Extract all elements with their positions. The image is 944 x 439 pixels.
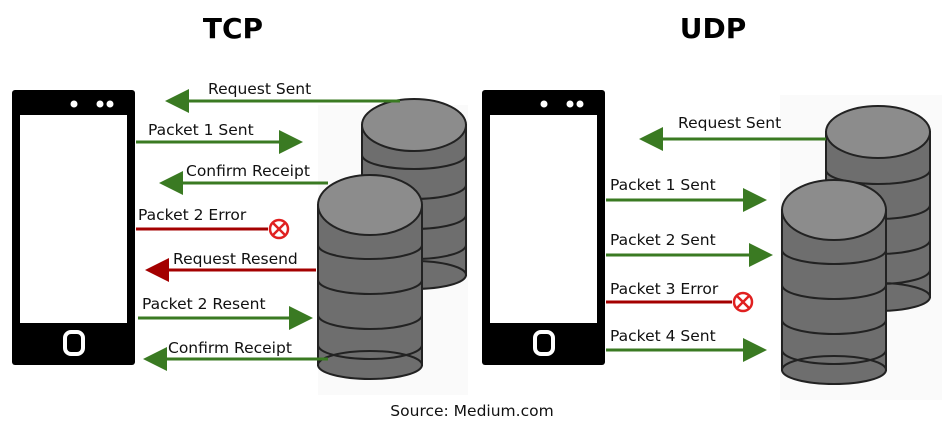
tcp-label-request-sent: Request Sent	[208, 80, 312, 98]
tcp-label-confirm2: Confirm Receipt	[168, 339, 292, 357]
source-caption: Source: Medium.com	[390, 402, 554, 420]
udp-label-request-sent: Request Sent	[678, 114, 782, 132]
tcp-label-packet2-error: Packet 2 Error	[138, 206, 247, 224]
tcp-database-front-icon	[317, 174, 423, 380]
tcp-label-confirm1: Confirm Receipt	[186, 162, 310, 180]
udp-title: UDP	[679, 12, 747, 45]
udp-error-x-icon	[732, 291, 754, 313]
udp-label-packet4-sent: Packet 4 Sent	[610, 327, 716, 345]
udp-phone-icon	[482, 90, 605, 365]
udp-database-front-icon	[781, 179, 887, 385]
tcp-label-request-resend: Request Resend	[173, 250, 298, 268]
udp-label-packet1-sent: Packet 1 Sent	[610, 176, 716, 194]
tcp-label-packet1-sent: Packet 1 Sent	[148, 121, 254, 139]
udp-label-packet2-sent: Packet 2 Sent	[610, 231, 716, 249]
tcp-title: TCP	[202, 12, 264, 45]
tcp-error-x-icon	[268, 218, 290, 240]
udp-label-packet3-error: Packet 3 Error	[610, 280, 719, 298]
tcp-phone-icon	[12, 90, 135, 365]
tcp-label-packet2-resent: Packet 2 Resent	[142, 295, 266, 313]
